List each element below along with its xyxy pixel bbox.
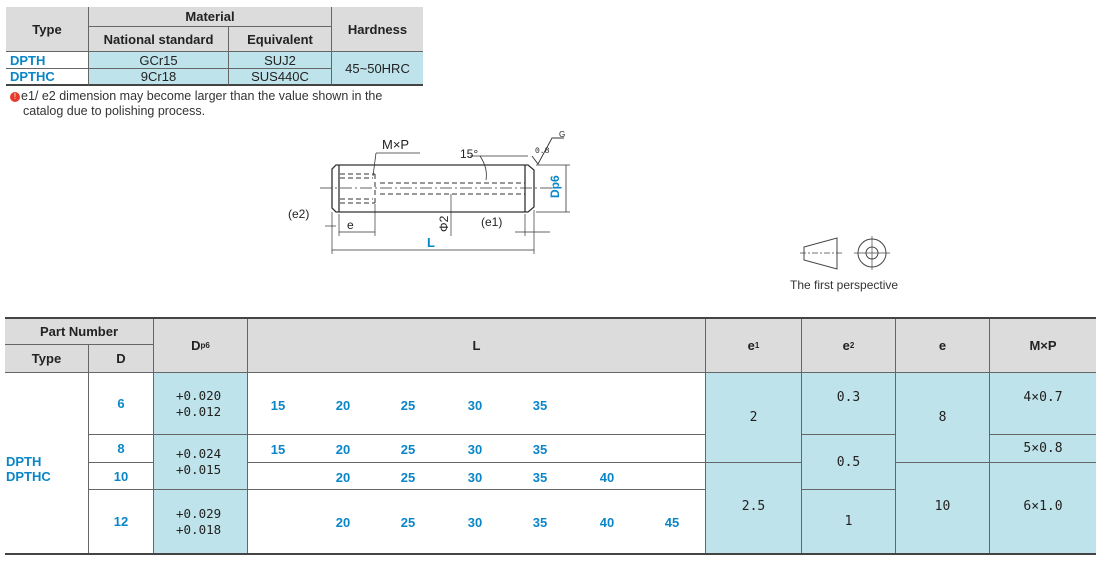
projection-label: The first perspective [790, 278, 899, 292]
pin-outline [331, 164, 535, 213]
material-row-national: GCr15 [89, 52, 229, 69]
material-row-type: DPTHC [6, 69, 89, 86]
l-value: 40 [599, 514, 615, 530]
phi2-label: Φ2 [437, 215, 451, 232]
type-cell: DPTH DPTHC [5, 373, 89, 553]
l-row [248, 373, 706, 435]
table-bottom-rule [5, 553, 1096, 555]
part-number-header: Part Number [5, 319, 154, 345]
note-line-1: e1/ e2 dimension may become larger than … [21, 89, 383, 103]
e2-label: (e2) [288, 207, 309, 221]
l-value: 20 [335, 514, 351, 530]
note-line-2: catalog due to polishing process. [23, 104, 206, 118]
first-angle-projection-icon [800, 236, 890, 270]
e2-value: 0.3 [802, 373, 896, 435]
national-standard-header: National standard [89, 27, 229, 52]
type-dpthc: DPTHC [6, 469, 51, 484]
l-value: 25 [400, 441, 416, 457]
material-row-type: DPTH [6, 52, 89, 69]
mxp-value: 4×0.7 [990, 373, 1096, 435]
l-value: 30 [467, 469, 483, 485]
l-value: 30 [467, 441, 483, 457]
l-label: L [427, 235, 435, 250]
l-value: 25 [400, 514, 416, 530]
hardness-header: Hardness [332, 7, 423, 52]
dp6-label: Dp6 [548, 175, 562, 198]
tolerance-cell: +0.020 +0.012 [154, 373, 248, 435]
d-value: 10 [89, 463, 154, 490]
d-header: D [89, 345, 154, 373]
d-value: 6 [89, 373, 154, 435]
l-value: 25 [400, 469, 416, 485]
e1-label: (e1) [481, 215, 502, 229]
l-row [248, 463, 706, 490]
material-header: Material [89, 7, 332, 27]
d-value: 8 [89, 435, 154, 463]
l-value: 15 [270, 397, 286, 413]
l-value: 35 [532, 397, 548, 413]
material-row-equivalent: SUJ2 [229, 52, 332, 69]
roughness-symbol [531, 137, 564, 165]
l-value: 20 [335, 469, 351, 485]
l-row [248, 490, 706, 553]
material-row-national: 9Cr18 [89, 69, 229, 86]
mxp-value: 5×0.8 [990, 435, 1096, 463]
l-header: L [248, 319, 706, 373]
e1-value: 2.5 [706, 463, 802, 553]
e-header: e [896, 319, 990, 373]
e1-value: 2 [706, 373, 802, 463]
dowel-pin-drawing: M×P 15° 0.8 G Dp6 (e2) e Φ2 (e1) L [288, 130, 570, 254]
tolerance-cell: +0.029 +0.018 [154, 490, 248, 553]
hardness-value: 45~50HRC [332, 52, 423, 86]
material-row-equivalent: SUS440C [229, 69, 332, 86]
e-value: 8 [896, 373, 990, 463]
l-value: 20 [335, 397, 351, 413]
l-value: 30 [467, 514, 483, 530]
type-header: Type [5, 345, 89, 373]
mxp-label: M×P [382, 137, 409, 152]
roughness-sub: G [559, 130, 565, 139]
mxp-value: 6×1.0 [990, 463, 1096, 553]
d-value: 12 [89, 490, 154, 553]
l-value: 35 [532, 441, 548, 457]
l-value: 40 [599, 469, 615, 485]
e-label: e [347, 218, 354, 232]
l-value: 35 [532, 469, 548, 485]
equivalent-header: Equivalent [229, 27, 332, 52]
tolerance-cell: +0.024 +0.015 [154, 435, 248, 490]
mxp-header: M×P [990, 319, 1096, 373]
l-row [248, 435, 706, 463]
material-table: Type Material National standard Equivale… [6, 7, 423, 86]
l-value: 25 [400, 397, 416, 413]
e2-value: 0.5 [802, 435, 896, 490]
material-type-header: Type [6, 7, 89, 52]
table-top-rule [5, 317, 1096, 319]
e2-value: 1 [802, 490, 896, 553]
e-value: 10 [896, 463, 990, 553]
l-value: 45 [664, 514, 680, 530]
type-dpth: DPTH [6, 454, 42, 469]
angle-label: 15° [460, 147, 478, 161]
l-value: 15 [270, 441, 286, 457]
warning-icon: ! [10, 92, 20, 102]
roughness-value: 0.8 [535, 147, 550, 156]
l-value: 20 [335, 441, 351, 457]
l-value: 30 [467, 397, 483, 413]
polishing-note: !e1/ e2 dimension may become larger than… [10, 89, 430, 119]
l-value: 35 [532, 514, 548, 530]
